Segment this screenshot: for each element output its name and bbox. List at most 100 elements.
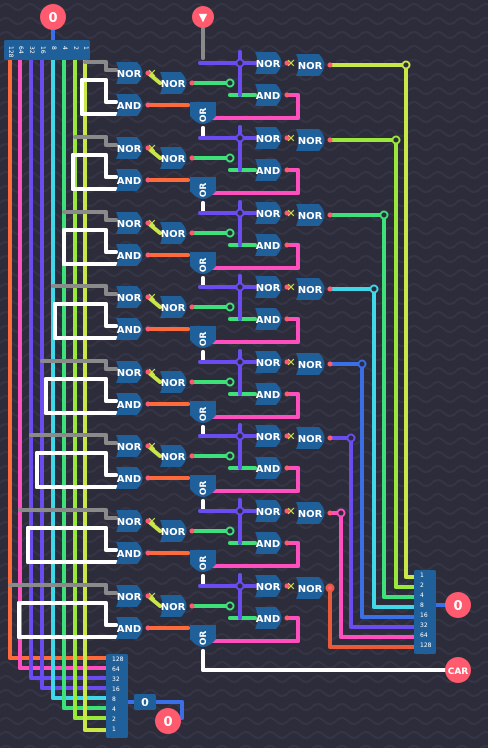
stage-1-nor-b[interactable]: NOR <box>160 72 195 94</box>
stage-8-or[interactable]: OR <box>190 625 216 647</box>
stage-6-nor-a[interactable]: NOR <box>116 435 151 457</box>
stage-7-and-c[interactable]: AND <box>255 532 290 554</box>
stage-8-nor-out-output-pin <box>327 585 333 591</box>
stage-3-nor-b[interactable]: NOR <box>160 222 195 244</box>
stage-6-and-c[interactable]: AND <box>255 457 290 479</box>
stage-7-nor-b[interactable]: NOR <box>160 520 195 542</box>
stage-5-nor-b-body <box>160 371 187 393</box>
bottom-byte-value-box[interactable]: 0 <box>134 694 156 710</box>
wire-junction <box>401 60 411 70</box>
stage-cross-wire <box>146 370 162 384</box>
stage-8-and-a[interactable]: AND <box>116 617 151 639</box>
stage-2-and-a[interactable]: AND <box>116 169 151 191</box>
stage-5-and-a[interactable]: AND <box>116 393 151 415</box>
stage-7-nor-c-output-pin <box>284 508 290 514</box>
stage-5-or-body <box>190 401 216 423</box>
stage-2-nor-out[interactable]: NOR <box>296 129 333 151</box>
stage-3-and-a[interactable]: AND <box>116 244 151 266</box>
stage-2-nor-b[interactable]: NOR <box>160 147 195 169</box>
stage-1-nor-out[interactable]: NOR <box>296 54 333 76</box>
stage-3-nor-out[interactable]: NOR <box>296 204 333 226</box>
stage-2-nor-c[interactable]: NOR <box>255 127 290 149</box>
stage-1-nor-c[interactable]: NOR <box>255 52 290 74</box>
stage-3-nor-c[interactable]: NOR <box>255 202 290 224</box>
stage-8-and-a-body <box>116 617 143 639</box>
stage-3-or[interactable]: OR <box>190 252 216 274</box>
stage-5-nor-out-output-pin <box>327 361 333 367</box>
stage-4-and-a-body <box>116 318 143 340</box>
carry-output-pin[interactable]: CAR <box>445 657 471 683</box>
bottom-byte-bit-label: 64 <box>112 666 120 673</box>
stage-8-or-label: OR <box>199 631 209 646</box>
wire-junction <box>379 210 389 220</box>
stage-2-or[interactable]: OR <box>190 177 216 199</box>
bottom-byte-pin[interactable]: 0 <box>155 708 181 734</box>
stage-5-and-c[interactable]: AND <box>255 383 290 405</box>
stage-8-and-c[interactable]: AND <box>255 607 290 629</box>
stage-6-nor-b[interactable]: NOR <box>160 445 195 467</box>
stage-3-and-a-label: AND <box>117 251 141 262</box>
stage-8-nor-out-label: NOR <box>298 584 323 595</box>
stage-1-and-c[interactable]: AND <box>255 84 290 106</box>
stage-4-nor-a[interactable]: NOR <box>116 286 151 308</box>
stage-7-or[interactable]: OR <box>190 550 216 572</box>
stage-5-nor-c[interactable]: NOR <box>255 351 290 373</box>
stage-4-and-c[interactable]: AND <box>255 308 290 330</box>
arrow-down-icon: ▼ <box>199 11 208 24</box>
stage-4-and-a[interactable]: AND <box>116 318 151 340</box>
stage-6-and-a[interactable]: AND <box>116 467 151 489</box>
stage-2-and-c[interactable]: AND <box>255 159 290 181</box>
stage-1-or[interactable]: OR <box>190 102 216 124</box>
stage-5-nor-out[interactable]: NOR <box>296 353 333 375</box>
stage-6-nor-c[interactable]: NOR <box>255 425 290 447</box>
stage-7-and-a-output-pin <box>145 550 151 556</box>
stage-2-nor-b-body <box>160 147 187 169</box>
stage-6-nor-b-label: NOR <box>161 452 186 463</box>
stage-7-nor-a[interactable]: NOR <box>116 510 151 532</box>
stage-8-nor-a[interactable]: NOR <box>116 585 151 607</box>
bottom-byte-bit-label: 4 <box>112 706 116 713</box>
stage-6-nor-out[interactable]: NOR <box>296 427 333 449</box>
stage-1-nor-out-label: NOR <box>298 61 323 72</box>
stage-output-wire <box>328 586 416 649</box>
stage-output-wire <box>328 213 416 599</box>
wire-junction <box>235 208 245 218</box>
top-input-pin[interactable]: 0 <box>40 4 66 30</box>
stage-2-nor-a[interactable]: NOR <box>116 137 151 159</box>
stage-4-nor-out[interactable]: NOR <box>296 278 333 300</box>
stage-6-or[interactable]: OR <box>190 475 216 497</box>
top-down-pin[interactable]: ▼ <box>192 6 214 28</box>
stage-5-or[interactable]: OR <box>190 401 216 423</box>
stage-5-nor-b[interactable]: NOR <box>160 371 195 393</box>
stage-5-nor-a[interactable]: NOR <box>116 361 151 383</box>
stage-3-and-a-body <box>116 244 143 266</box>
stage-1-and-c-label: AND <box>256 91 280 102</box>
stage-4-nor-c[interactable]: NOR <box>255 276 290 298</box>
stage-6-or-body <box>190 475 216 497</box>
stage-7-nor-out[interactable]: NOR <box>296 502 333 524</box>
stage-7-and-a-body <box>116 542 143 564</box>
stage-4-and-c-output-pin <box>284 316 290 322</box>
stage-4-or[interactable]: OR <box>190 326 216 348</box>
stage-1-and-a[interactable]: AND <box>116 94 151 116</box>
stage-6-and-c-label: AND <box>256 464 280 475</box>
stage-8-nor-out[interactable]: NOR <box>296 577 333 599</box>
stage-8-nor-c[interactable]: NOR <box>255 575 290 597</box>
output-byte-pin[interactable]: 0 <box>445 592 471 618</box>
stage-1-nor-a[interactable]: NOR <box>116 62 151 84</box>
stage-7-and-a[interactable]: AND <box>116 542 151 564</box>
stage-3-and-c[interactable]: AND <box>255 234 290 256</box>
stage-7-nor-out-label: NOR <box>298 509 323 520</box>
stage-8-nor-b[interactable]: NOR <box>160 595 195 617</box>
bottom-byte-bit-label: 2 <box>112 716 116 723</box>
stage-8-nor-c-output-pin <box>284 583 290 589</box>
stage-7-and-a-label: AND <box>117 549 141 560</box>
stage-7-nor-c[interactable]: NOR <box>255 500 290 522</box>
stage-3-nor-a[interactable]: NOR <box>116 212 151 234</box>
stage-4-nor-b[interactable]: NOR <box>160 296 195 318</box>
